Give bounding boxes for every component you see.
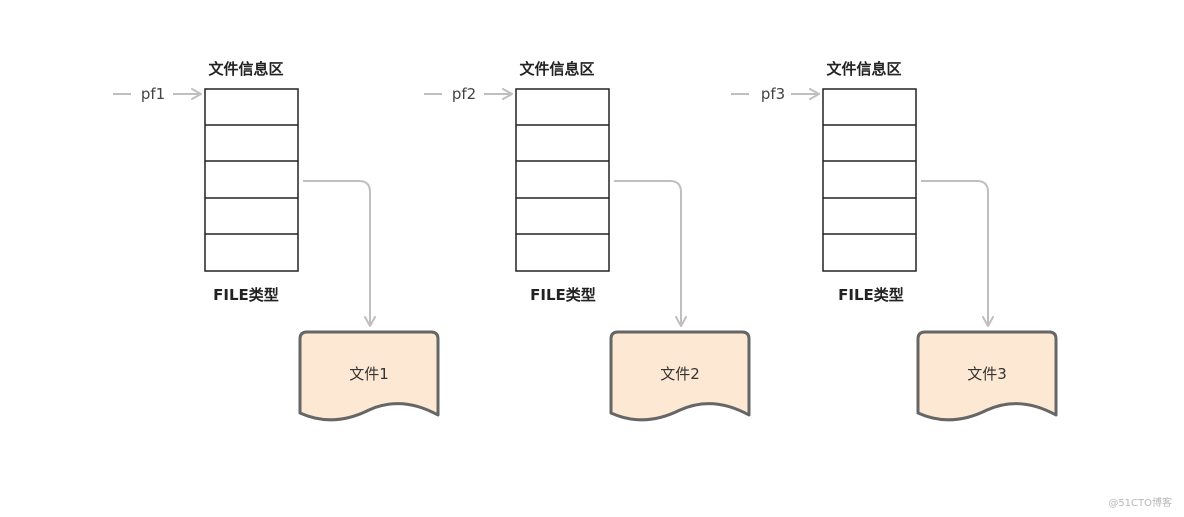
watermark: @51CTO博客 [1108, 498, 1172, 509]
document-label: 文件2 [660, 365, 700, 383]
file-type-label: FILE类型 [838, 286, 904, 304]
file-group-1: 文件信息区 pf1 FILE类型 文件1 [113, 60, 440, 422]
pointer-label: pf3 [761, 85, 785, 103]
file-struct-table [204, 88, 299, 272]
file-info-title: 文件信息区 [208, 60, 283, 78]
document-label: 文件3 [967, 365, 1007, 383]
pointer-label: pf1 [141, 85, 165, 103]
document-shape [916, 330, 1058, 422]
connector-arrow [303, 180, 376, 327]
file-struct-table [515, 88, 610, 272]
connector-arrow [614, 180, 687, 327]
document-shape [298, 330, 440, 422]
file-struct-table [822, 88, 917, 272]
connector-arrow [921, 180, 994, 327]
file-group-3: 文件信息区 pf3 FILE类型 文件3 [731, 60, 1058, 422]
document-label: 文件1 [349, 365, 389, 383]
pointer-label: pf2 [452, 85, 476, 103]
file-type-label: FILE类型 [530, 286, 596, 304]
file-group-2: 文件信息区 pf2 FILE类型 文件2 [424, 60, 751, 422]
file-info-title: 文件信息区 [519, 60, 594, 78]
file-type-label: FILE类型 [213, 286, 279, 304]
document-shape [609, 330, 751, 422]
file-info-title: 文件信息区 [826, 60, 901, 78]
